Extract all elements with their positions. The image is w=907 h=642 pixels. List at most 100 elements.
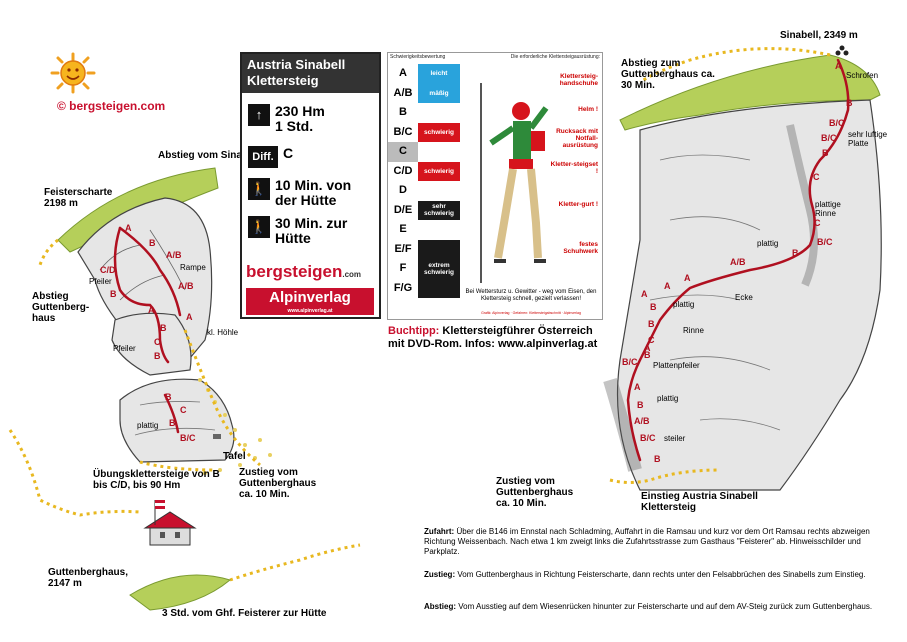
grade-left: A	[148, 305, 155, 315]
grade-left: B	[169, 418, 176, 428]
right-topo-map	[603, 45, 882, 491]
grade-right: B	[846, 98, 853, 108]
label-pfeiler-lower: Pfeiler	[113, 344, 136, 353]
desc-zufahrt: Zufahrt: Über die B146 im Ennstal nach S…	[424, 527, 870, 556]
label-plattig-right-1: plattig	[757, 239, 779, 248]
label-sinabell: Sinabell, 2349 m	[780, 30, 858, 41]
grade-left: B	[160, 323, 167, 333]
grade-right: B	[654, 454, 661, 464]
label-ecke: Ecke	[735, 293, 753, 302]
label-schrofen: Schrofen	[846, 71, 879, 80]
grade-left: C	[154, 337, 161, 347]
grade-left: C/D	[100, 265, 116, 275]
grade-left: A/B	[166, 250, 182, 260]
label-rinne: Rinne	[683, 326, 704, 335]
grade-right: C	[813, 172, 820, 182]
card-title: Austria Sinabell Klettersteig	[242, 54, 379, 93]
climber-figure-icon	[480, 83, 549, 283]
grade-right: A	[684, 273, 691, 283]
label-plattenpfeiler: Plattenpfeiler	[653, 361, 700, 370]
label-sehr-luftige-platte: sehr luftige Platte	[848, 130, 888, 148]
label-einstieg: Einstieg Austria Sinabell Klettersteig	[641, 491, 758, 513]
grade-right: C	[648, 335, 655, 345]
label-abstieg-guttenberghaus: Abstieg Guttenberg-haus	[32, 291, 90, 324]
left-topo-map	[8, 167, 361, 611]
grade-right: A	[835, 61, 842, 71]
grade-right: B	[648, 319, 655, 329]
difficulty-band: extrem schwierig	[418, 239, 460, 298]
grade-right: A	[644, 343, 651, 353]
card-difficulty: C	[283, 145, 294, 161]
grade-letter: C/D	[393, 164, 413, 177]
label-plattig-right-3: plattig	[657, 394, 679, 403]
card-descent: 30 Min. zur Hütte	[275, 215, 348, 246]
difficulty-band: schwierig	[418, 122, 460, 142]
grade-right: B	[637, 400, 644, 410]
label-tafel: Tafel	[223, 451, 246, 462]
grade-right: A/B	[634, 416, 650, 426]
grade-right: C	[814, 218, 821, 228]
grade-letter: E/F	[394, 242, 412, 255]
label-plattige-rinne: plattige Rinne	[815, 200, 841, 218]
label-zustieg-left: Zustieg vom Guttenberghaus ca. 10 Min.	[239, 467, 317, 500]
buchtipp: Buchtipp: Klettersteigführer Österreich …	[388, 325, 598, 350]
hiker-approach-icon: 🚶	[248, 178, 270, 200]
label-ghf-feisterer: 3 Std. vom Ghf. Feisterer zur Hütte	[162, 608, 327, 619]
difficulty-band: schwierig	[418, 161, 460, 181]
label-abstieg-sinabell: Abstieg vom Sinabell	[158, 150, 260, 161]
label-steiler: steiler	[664, 434, 686, 443]
hiker-descent-icon: 🚶	[248, 216, 270, 238]
label-feisterscharte: Feisterscharte 2198 m	[44, 187, 113, 209]
grade-right: A	[634, 382, 641, 392]
grade-left: A	[186, 312, 193, 322]
grade-letter: B/C	[393, 125, 413, 138]
difficulty-band: mäßig	[418, 83, 460, 103]
grade-right: B	[644, 350, 651, 360]
grade-left: A	[125, 223, 132, 233]
grade-left: C	[180, 405, 187, 415]
grade-right: B/C	[817, 237, 833, 247]
grade-right: A	[641, 289, 648, 299]
label-guttenberghaus: Guttenberghaus, 2147 m	[48, 567, 129, 589]
grade-right: A/B	[730, 257, 746, 267]
desc-abstieg: Abstieg: Vom Ausstieg auf dem Wiesenrück…	[424, 602, 873, 611]
label-pfeiler-upper: Pfeiler	[89, 277, 112, 286]
label-zustieg-right: Zustieg vom Guttenberghaus ca. 10 Min.	[496, 476, 574, 509]
grade-right: B	[822, 148, 829, 158]
grade-letter: F/G	[393, 281, 413, 294]
brand-bergsteigen: bergsteigen.com	[246, 262, 362, 281]
grade-left: B	[149, 238, 156, 248]
brand-alpinverlag: Alpinverlag www.alpinverlag.at	[246, 288, 374, 315]
grade-right: A	[664, 281, 671, 291]
grade-right: B/C	[829, 118, 845, 128]
card-time: 1 Std.	[275, 118, 314, 134]
grade-left: B/C	[180, 433, 196, 443]
sun-logo-icon	[50, 52, 96, 94]
desc-zustieg: Zustieg: Vom Guttenberghaus in Richtung …	[424, 570, 866, 579]
summit-cairn-icon	[835, 45, 849, 56]
grade-letter: D	[399, 184, 407, 196]
grade-letter: F	[399, 262, 407, 274]
label-plattig-left: plattig	[137, 421, 159, 430]
grade-left: B	[110, 289, 117, 299]
label-abstieg-right: Abstieg zum Guttenberghaus ca. 30 Min.	[621, 58, 715, 91]
copyright-text: © bergsteigen.com	[57, 99, 166, 113]
difficulty-band: sehr schwierig	[418, 200, 460, 220]
card-approach: 10 Min. von der Hütte	[275, 177, 352, 208]
grade-right: B	[792, 248, 799, 258]
grade-right: B/C	[821, 133, 837, 143]
grade-right: B/C	[640, 433, 656, 443]
grade-letter: E	[399, 223, 407, 235]
label-plattig-right-2: plattig	[673, 300, 695, 309]
grade-left: B	[154, 351, 161, 361]
grade-letter: A	[399, 67, 407, 79]
grade-letter: A/B	[393, 86, 413, 99]
grade-letter: D/E	[393, 203, 413, 216]
label-rampe: Rampe	[180, 263, 206, 272]
hut-icon	[143, 500, 197, 546]
label-kleine-hoehle: kl. Höhle	[207, 328, 239, 337]
grade-letter: B	[399, 106, 407, 118]
grade-letter: C	[388, 142, 418, 162]
